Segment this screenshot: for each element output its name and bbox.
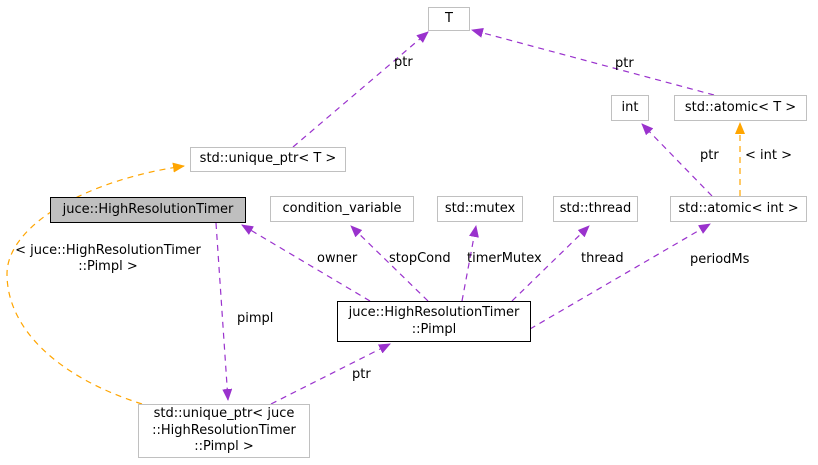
edge-pimpl-to-condition-variable (350, 225, 429, 302)
node-t-label: T (445, 10, 453, 26)
edge-label-thread: thread (581, 251, 624, 266)
edge-label-stopcond: stopCond (389, 251, 451, 266)
node-condition-variable-label: condition_variable (282, 200, 402, 216)
node-unique-ptr-pimpl-line3: ::Pimpl > (194, 439, 254, 455)
edge-atomic-int-to-int (641, 123, 713, 197)
node-juce-highresolutiontimer: juce::HighResolutionTimer (50, 197, 246, 223)
node-juce-highresolutiontimer-pimpl[interactable]: juce::HighResolutionTimer ::Pimpl (337, 301, 531, 342)
edge-label-template-pimpl-line1: < juce::HighResolutionTimer (15, 243, 201, 258)
edge-label-ptr-atomic-int: ptr (700, 148, 719, 163)
edge-pimpl-to-owner (241, 224, 371, 302)
edge-label-timermutex: timerMutex (467, 251, 542, 266)
node-juce-highresolutiontimer-label: juce::HighResolutionTimer (62, 201, 234, 217)
edge-label-template-int: < int > (745, 148, 792, 163)
edge-timer-to-unique-ptr-pimpl (215, 222, 233, 401)
node-pimpl-line1: juce::HighResolutionTimer (348, 305, 520, 321)
node-std-mutex-label: std::mutex (444, 200, 516, 216)
node-std-atomic-t[interactable]: std::atomic< T > (674, 95, 807, 121)
node-std-thread-label: std::thread (559, 200, 632, 216)
node-std-atomic-int[interactable]: std::atomic< int > (670, 196, 807, 222)
edge-unique-ptr-t-to-t (292, 31, 429, 148)
node-t[interactable]: T (428, 7, 470, 31)
node-std-unique-ptr-t-label: std::unique_ptr< T > (199, 151, 337, 167)
node-int[interactable]: int (611, 95, 649, 121)
edge-pimpl-to-thread (511, 225, 590, 302)
node-std-atomic-int-label: std::atomic< int > (678, 200, 799, 216)
edge-label-template-pimpl: < juce::HighResolutionTimer ::Pimpl > (8, 243, 208, 274)
node-int-label: int (621, 99, 639, 115)
edge-label-owner: owner (317, 251, 358, 266)
node-std-mutex[interactable]: std::mutex (437, 196, 523, 222)
node-condition-variable[interactable]: condition_variable (270, 196, 414, 222)
edge-pimpl-to-mutex (461, 225, 479, 302)
node-unique-ptr-pimpl-line2: ::HighResolutionTimer (152, 422, 296, 438)
edge-label-ptr-unique: ptr (394, 55, 413, 70)
node-std-unique-ptr-t[interactable]: std::unique_ptr< T > (190, 147, 346, 172)
edge-label-ptr-pimpl: ptr (352, 367, 371, 382)
node-std-thread[interactable]: std::thread (553, 196, 638, 222)
edge-unique-ptr-pimpl-to-pimpl (270, 343, 391, 405)
edge-label-template-pimpl-line2: ::Pimpl > (78, 258, 138, 274)
node-unique-ptr-pimpl-line1: std::unique_ptr< juce (153, 406, 295, 422)
edge-label-periodms: periodMs (690, 252, 750, 267)
edge-label-ptr-atomic-t: ptr (615, 56, 634, 71)
edge-template-unique-ptr-pimpl-to-unique-ptr-t (6, 162, 185, 405)
edge-pimpl-to-atomic-int (529, 223, 711, 330)
node-pimpl-line2: ::Pimpl (411, 321, 457, 337)
node-std-unique-ptr-pimpl[interactable]: std::unique_ptr< juce ::HighResolutionTi… (138, 404, 310, 458)
edge-label-pimpl-member: pimpl (237, 311, 274, 326)
node-std-atomic-t-label: std::atomic< T > (684, 99, 797, 115)
edge-atomic-t-to-t (471, 28, 715, 96)
